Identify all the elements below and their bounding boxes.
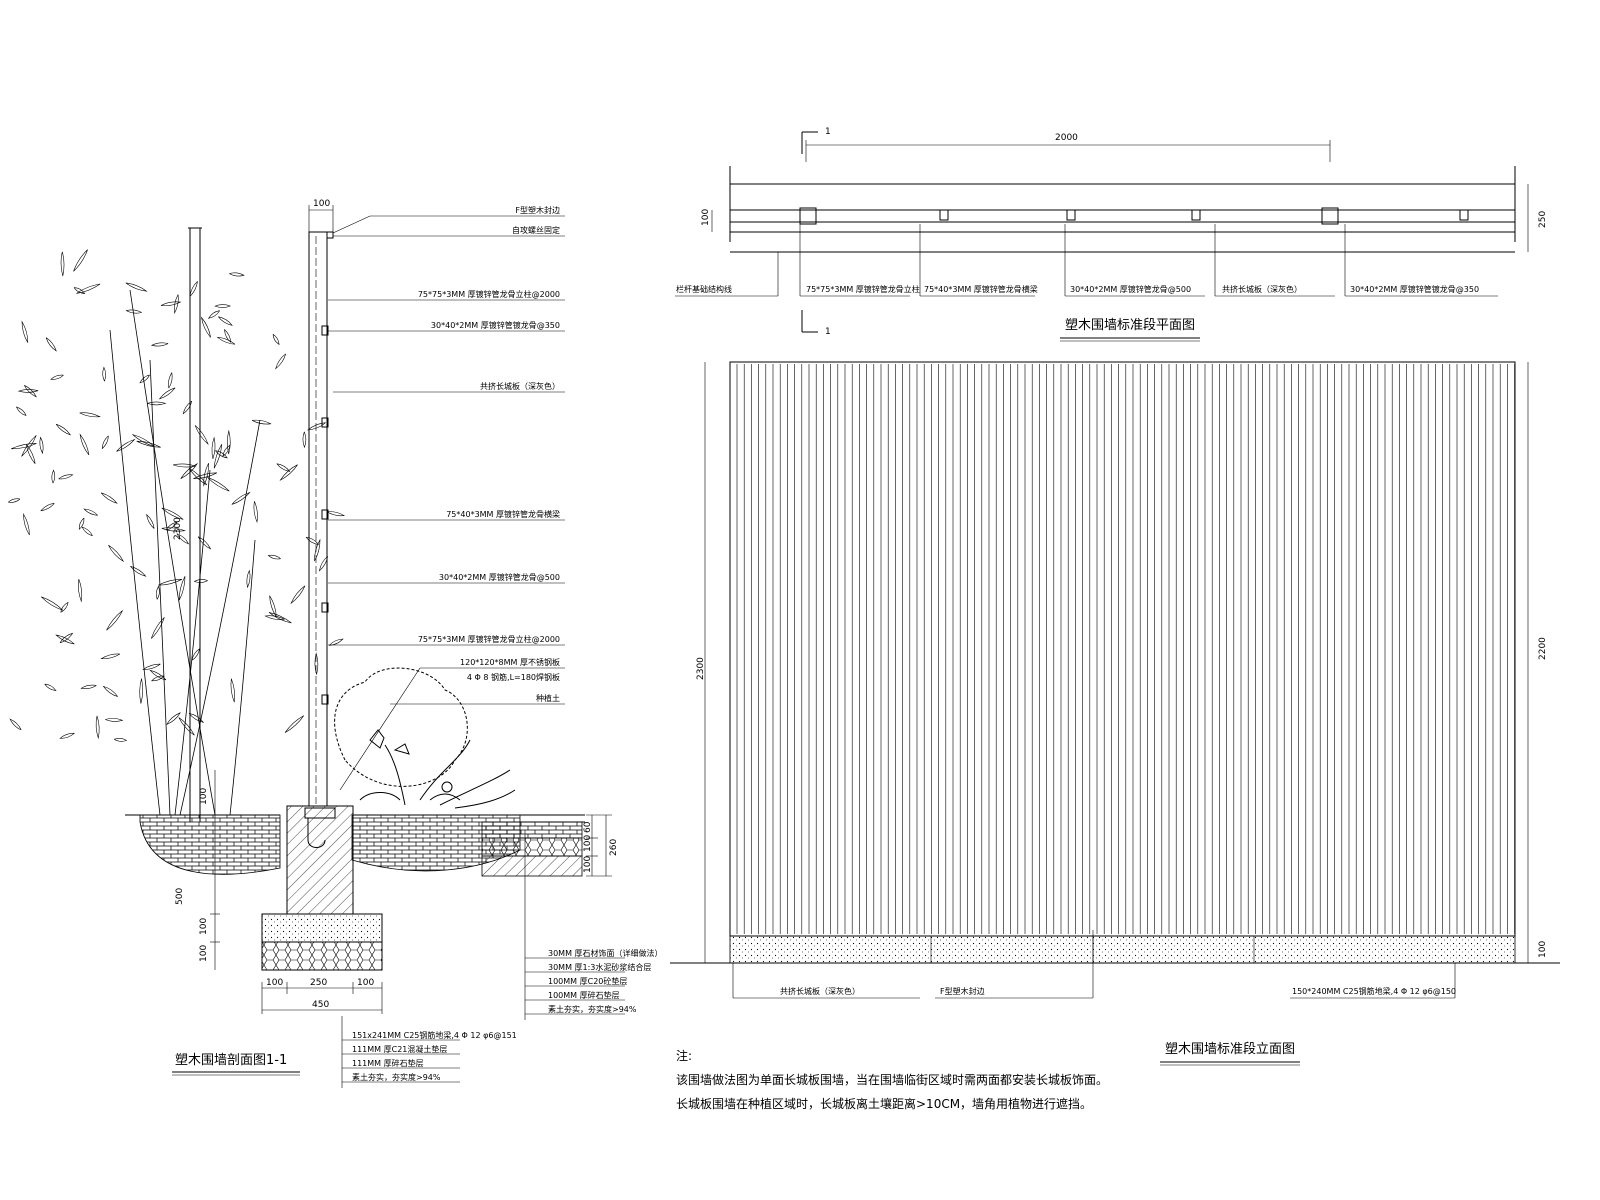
elevation-leaders (732, 930, 1456, 999)
footing-dim-100a: 100 (266, 978, 283, 988)
dim-right-100a: 100 (583, 835, 593, 852)
callout-screw: 自攻螺丝固定 (512, 225, 560, 235)
post-brackets (321, 325, 329, 705)
plan-leaders (675, 224, 1498, 297)
notes-line-2: 长城板围墙在种植区域时，长城板离土壤距离>10CM，墙角用植物进行遮挡。 (676, 1096, 1092, 1111)
footing-dims: 100 250 100 450 (261, 978, 383, 1014)
paving-layer-4: 100MM 厚碎石垫层 (548, 990, 620, 1000)
footing-layer-1: 151x241MM C25钢筋地梁,4 Φ 12 φ6@151 (352, 1030, 517, 1040)
callout-rebar: 4 Φ 8 钢筋,L=180焊钢板 (467, 672, 560, 682)
elevation-left-dim: 2300 (696, 657, 706, 680)
section-top-dim: 100 (313, 199, 330, 209)
plan-span-dim: 2000 (1055, 133, 1078, 143)
footing-layer-3: 111MM 厚碎石垫层 (352, 1058, 424, 1068)
ground-section (125, 805, 585, 971)
elevation-base-dim: 100 (1538, 941, 1548, 958)
plan-callout-panel: 共挤长城板（深灰色） (1222, 284, 1302, 294)
callout-keel-500: 30*40*2MM 厚镀锌管龙骨@500 (439, 572, 560, 582)
paving-layer-5: 素土夯实，夯实度>94% (548, 1004, 637, 1014)
paving-layer-callouts: 30MM 厚石材饰面（详细做法） 30MM 厚1:3水泥砂浆结合层 100MM … (524, 830, 663, 1020)
notes-heading: 注: (676, 1048, 692, 1063)
dim-right-60: 60 (583, 821, 593, 833)
plan-callout-post: 75*75*3MM 厚镀锌管龙骨立柱 (806, 284, 920, 294)
elevation-outline (729, 361, 1516, 937)
elevation-title: 塑木围墙标准段立面图 (1165, 1042, 1295, 1057)
section-view: 100 2300 F型塑木封边 自攻螺丝固定 75*75*3MM 厚镀锌管龙骨立… (7, 199, 663, 1088)
wall-cap (326, 231, 334, 239)
footing-layer-2: 111MM 厚C21混凝土垫层 (352, 1044, 447, 1054)
section-callout-labels: F型塑木封边 自攻螺丝固定 75*75*3MM 厚镀锌管龙骨立柱@2000 30… (418, 205, 560, 703)
plan-title: 塑木围墙标准段平面图 (1065, 318, 1195, 333)
plan-callout-keel-350: 30*40*2MM 厚镀锌管镀龙骨@350 (1350, 284, 1479, 294)
dim-left-100c: 100 (199, 945, 209, 962)
elevation-callout-beam: 150*240MM C25钢筋地梁,4 Φ 12 φ6@150 (1292, 986, 1456, 996)
footing-layer-4: 素土夯实，夯实度>94% (352, 1072, 441, 1082)
section-height-dim: 2300 (173, 517, 183, 540)
callout-panel: 共挤长城板（深灰色） (480, 381, 560, 391)
dim-right-100b: 100 (583, 856, 593, 873)
section-leaders (328, 215, 565, 791)
plan-left-dim: 100 (701, 209, 711, 226)
plan-right-dim: 250 (1538, 211, 1548, 228)
callout-soil: 种植土 (536, 693, 560, 703)
notes-line-1: 该围墙做法图为单面长城板围墙，当在围墙临街区域时需两面都安装长城板饰面。 (676, 1072, 1108, 1087)
plan-callout-foundation: 栏杆基础结构线 (676, 284, 732, 294)
footing-dim-100b: 100 (357, 978, 374, 988)
callout-beam: 75*40*3MM 厚镀锌管龙骨横梁 (446, 509, 560, 519)
plan-section-mark-top: 1 (825, 127, 831, 137)
section-title: 塑木围墙剖面图1-1 (175, 1053, 287, 1068)
dim-left-100a: 100 (199, 788, 209, 805)
bamboo-plants-icon (7, 249, 346, 816)
elevation-right-dim: 2200 (1538, 637, 1548, 660)
dim-right-260: 260 (609, 839, 619, 856)
plan-view: 1 1 2000 100 250 (675, 127, 1548, 342)
elevation-callout-panel: 共挤长城板（深灰色） (780, 986, 860, 996)
callout-steel-plate: 120*120*8MM 厚不锈钢板 (460, 657, 560, 667)
elevation-base-beam (729, 935, 1516, 964)
callout-keel-350: 30*40*2MM 厚镀锌管镀龙骨@350 (431, 320, 560, 330)
callout-f-edge: F型塑木封边 (515, 205, 560, 215)
footing-layer-callouts: 151x241MM C25钢筋地梁,4 Φ 12 φ6@151 111MM 厚C… (341, 1016, 517, 1088)
section-right-dims: 60 100 100 260 (583, 814, 619, 877)
plan-callout-beam: 75*40*3MM 厚镀锌管龙骨横梁 (924, 284, 1038, 294)
plan-posts (799, 207, 1469, 225)
paving-layer-2: 30MM 厚1:3水泥砂浆结合层 (548, 962, 651, 972)
shrub-icon (334, 667, 516, 809)
dim-left-100b: 100 (199, 918, 209, 935)
plan-section-mark-bottom: 1 (825, 327, 831, 337)
paving-layer-3: 100MM 厚C20砼垫层 (548, 976, 627, 986)
callout-post-2000: 75*75*3MM 厚镀锌管龙骨立柱@2000 (418, 289, 560, 299)
elevation-view: 2300 2200 100 共挤长城板（深灰色） F型塑木封边 150*240M… (670, 361, 1560, 1066)
plan-callout-keel-500: 30*40*2MM 厚镀锌管龙骨@500 (1070, 284, 1191, 294)
footing-dim-250: 250 (310, 978, 327, 988)
footing-dim-total: 450 (312, 1000, 329, 1010)
elevation-callout-edge: F型塑木封边 (940, 986, 985, 996)
dim-left-500: 500 (175, 888, 185, 905)
section-left-dims: 100 500 100 100 (175, 770, 220, 970)
wall-slats (736, 364, 1515, 934)
paving-layer-1: 30MM 厚石材饰面（详细做法） (548, 948, 663, 958)
notes-block: 注: 该围墙做法图为单面长城板围墙，当在围墙临街区域时需两面都安装长城板饰面。 … (676, 1048, 1108, 1111)
callout-post-2000-b: 75*75*3MM 厚镀锌管龙骨立柱@2000 (418, 634, 560, 644)
